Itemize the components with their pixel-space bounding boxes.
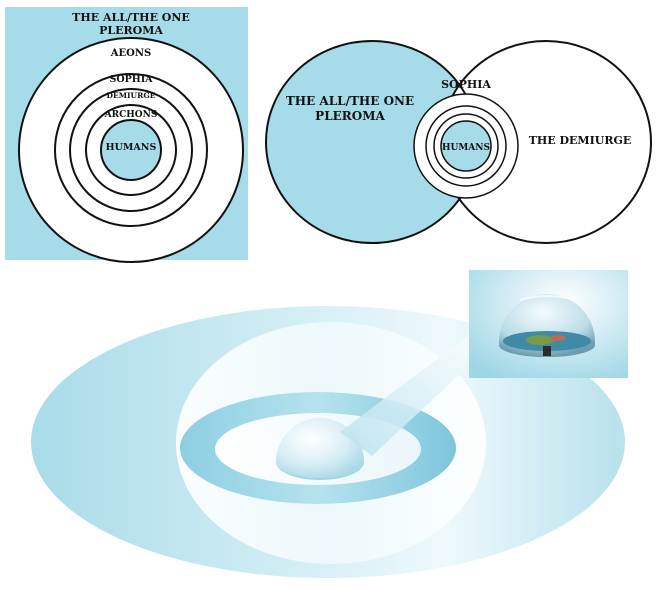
flat-earth-dome-inset [469, 270, 628, 378]
venn-sophia-label: SOPHIA [441, 78, 491, 91]
venn-pleroma-line2: PLEROMA [315, 109, 385, 123]
pleroma-title-line1: THE ALL/THE ONE [72, 11, 190, 24]
sophia-label: SOPHIA [109, 74, 153, 85]
aeons-label: AEONS [110, 48, 151, 59]
venn-humans-label: HUMANS [442, 143, 490, 153]
concentric-diagram: THE ALL/THE ONE PLEROMA AEONS SOPHIA DEM… [5, 7, 248, 263]
cosmos-illustration [31, 270, 628, 578]
humans-circle [440, 120, 492, 172]
archons-label: ARCHONS [104, 110, 158, 120]
humans-circle [100, 119, 162, 181]
venn-diagram: THE ALL/THE ONE PLEROMA SOPHIA HUMANS TH… [265, 40, 652, 244]
demiurge-label: DEMIURGE [107, 91, 156, 100]
zoom-beam [340, 332, 490, 456]
pleroma-title-line2: PLEROMA [99, 24, 163, 37]
venn-pleroma-line1: THE ALL/THE ONE [286, 94, 414, 108]
inset-land [526, 335, 554, 345]
humans-label: HUMANS [106, 142, 157, 153]
inset-land-2 [550, 335, 566, 341]
inset-pillar [543, 346, 551, 356]
pleroma-region [266, 41, 478, 243]
dome-highlight [519, 295, 575, 301]
venn-demiurge-label: THE DEMIURGE [529, 134, 632, 147]
